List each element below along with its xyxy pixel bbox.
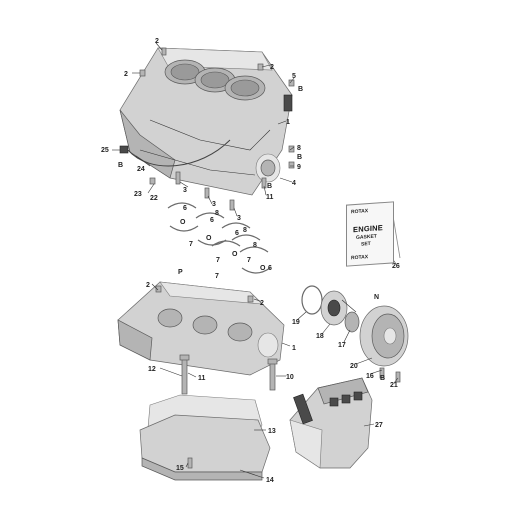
callout-24[interactable]: 24 — [137, 166, 145, 173]
symbol-oil: O — [232, 251, 238, 258]
callout-3[interactable]: 3 — [183, 187, 187, 194]
kit-subtitle: GASKET — [356, 233, 377, 241]
callout-6[interactable]: 6 — [183, 205, 187, 212]
magneto-cover — [301, 285, 409, 383]
callout-3[interactable]: 3 — [212, 201, 216, 208]
callout-2[interactable]: 2 — [260, 300, 264, 307]
callout-8[interactable]: 8 — [297, 145, 301, 152]
callout-2[interactable]: 2 — [155, 38, 159, 45]
callout-2[interactable]: 2 — [124, 71, 128, 78]
callout-8[interactable]: 8 — [215, 210, 219, 217]
callout-6[interactable]: 6 — [268, 265, 272, 272]
engine-gasket-set-box: ROTAX ENGINE GASKET SET ROTAX — [346, 201, 394, 267]
callout-6[interactable]: 6 — [210, 217, 214, 224]
symbol-loctite: B — [267, 183, 272, 190]
symbol-loctite: B — [118, 162, 123, 169]
lower-crankcase — [117, 281, 285, 376]
callout-7[interactable]: 7 — [247, 257, 251, 264]
callout-7[interactable]: 7 — [189, 241, 193, 248]
symbol-loctite: B — [380, 375, 385, 382]
symbol-loctite: B — [297, 154, 302, 161]
callout-1[interactable]: 1 — [286, 119, 290, 126]
kit-title: ENGINE — [353, 223, 383, 235]
kit-brand-bottom: ROTAX — [351, 254, 369, 262]
complete-engine — [289, 377, 373, 469]
callout-22[interactable]: 22 — [150, 195, 158, 202]
symbol-oil: O — [206, 235, 212, 242]
callout-6[interactable]: 6 — [235, 230, 239, 237]
symbol-new: N — [374, 294, 379, 301]
oil-pan — [139, 394, 271, 481]
callout-numbers: 2 2 2 5 1 8 9 4 11 25 24 23 22 3 3 3 6 6… — [101, 38, 400, 484]
upper-crankcase — [119, 47, 293, 196]
callout-7[interactable]: 7 — [215, 273, 219, 280]
callout-2[interactable]: 2 — [270, 64, 274, 71]
sensor-wire — [127, 139, 231, 167]
symbol-loctite: B — [298, 86, 303, 93]
callout-9[interactable]: 9 — [297, 164, 301, 171]
symbol-oil: O — [180, 219, 186, 226]
callout-8[interactable]: 8 — [253, 242, 257, 249]
callout-27[interactable]: 27 — [375, 422, 383, 429]
callout-25[interactable]: 25 — [101, 147, 109, 154]
callout-14[interactable]: 14 — [266, 477, 274, 484]
callout-3[interactable]: 3 — [237, 215, 241, 222]
callout-19[interactable]: 19 — [292, 319, 300, 326]
callout-20[interactable]: 20 — [350, 363, 358, 370]
callout-15[interactable]: 15 — [176, 465, 184, 472]
callout-13[interactable]: 13 — [268, 428, 276, 435]
sensor-plug — [119, 145, 129, 154]
callout-21[interactable]: 21 — [390, 382, 398, 389]
symbol-oil: O — [260, 265, 266, 272]
callout-12[interactable]: 12 — [148, 366, 156, 373]
callout-17[interactable]: 17 — [338, 342, 346, 349]
callout-11[interactable]: 11 — [266, 194, 274, 201]
kit-set: SET — [361, 240, 371, 248]
callout-8[interactable]: 8 — [243, 227, 247, 234]
callout-11[interactable]: 11 — [198, 375, 206, 382]
callout-4[interactable]: 4 — [292, 180, 296, 187]
callout-26[interactable]: 26 — [392, 263, 400, 270]
callout-16[interactable]: 16 — [366, 373, 374, 380]
long-bolts — [179, 354, 278, 395]
callout-23[interactable]: 23 — [134, 191, 142, 198]
service-symbols: B B B B B O O O O P N — [118, 86, 385, 382]
callout-7[interactable]: 7 — [216, 257, 220, 264]
callout-10[interactable]: 10 — [286, 374, 294, 381]
callout-1[interactable]: 1 — [292, 345, 296, 352]
kit-brand-top: ROTAX — [351, 208, 369, 216]
callout-5[interactable]: 5 — [292, 73, 296, 80]
callout-18[interactable]: 18 — [316, 333, 324, 340]
bearing-shells — [167, 202, 271, 274]
callout-2[interactable]: 2 — [146, 282, 150, 289]
symbol-grease: P — [178, 269, 183, 276]
